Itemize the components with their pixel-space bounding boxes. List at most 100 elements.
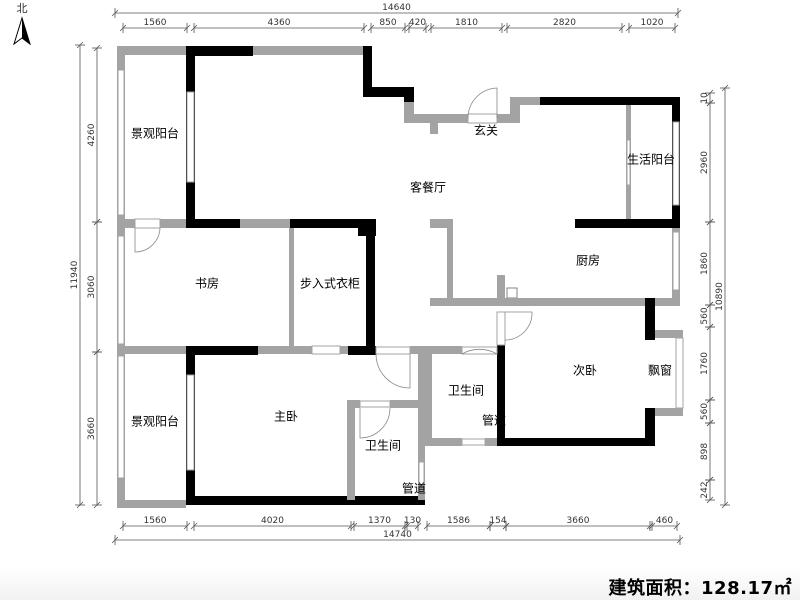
dimension-tick bbox=[347, 522, 355, 530]
dimension-label: 11940 bbox=[70, 260, 80, 289]
dimension-label: 130 bbox=[404, 516, 421, 526]
dimension-tick bbox=[360, 24, 368, 32]
dimension-label: 154 bbox=[489, 516, 506, 526]
dimension-label: 4360 bbox=[268, 18, 291, 28]
dimension-label: 3060 bbox=[87, 275, 97, 298]
dimension-tick bbox=[350, 522, 358, 530]
dimension-tick bbox=[183, 24, 191, 32]
dimension-label: 560 bbox=[700, 403, 710, 420]
dimension-tick bbox=[190, 522, 198, 530]
room-label: 卫生间 bbox=[448, 384, 484, 398]
dimension-tick bbox=[618, 24, 626, 32]
dimension-label: 460 bbox=[656, 516, 673, 526]
dimension-tick bbox=[486, 522, 494, 530]
dimension-label: 2820 bbox=[553, 18, 576, 28]
footer-strip bbox=[0, 568, 800, 600]
dimension-label: 2960 bbox=[700, 151, 710, 174]
north-arrow-icon bbox=[13, 16, 31, 46]
dimension-tick bbox=[183, 522, 191, 530]
dimension-label: 1370 bbox=[368, 516, 391, 526]
dimension-tick bbox=[367, 24, 375, 32]
room-label: 步入式衣柜 bbox=[300, 276, 360, 291]
dimension-label: 242 bbox=[700, 481, 710, 498]
dimension-label: 1560 bbox=[144, 18, 167, 28]
dimension-tick bbox=[673, 522, 681, 530]
dimension-label: 3660 bbox=[567, 516, 590, 526]
dimension-tick bbox=[190, 24, 198, 32]
building-area: 建筑面积：128.17㎡ bbox=[608, 578, 792, 599]
dimension-label: 14740 bbox=[383, 530, 412, 540]
dimension-label: 10890 bbox=[715, 282, 725, 311]
dimension-label: 10 bbox=[700, 92, 710, 104]
dimension-label: 4020 bbox=[261, 516, 284, 526]
room-label: 次卧 bbox=[573, 364, 597, 378]
dimension-label: 850 bbox=[379, 18, 396, 28]
dimension-tick bbox=[671, 24, 679, 32]
dimension-label: 1586 bbox=[447, 516, 470, 526]
dimension-tick bbox=[706, 89, 714, 97]
room-label: 玄关 bbox=[474, 123, 498, 138]
room-label: 景观阳台 bbox=[131, 126, 179, 141]
dimension-label: 1810 bbox=[455, 18, 478, 28]
dimension-tick bbox=[625, 24, 633, 32]
dimension-tick bbox=[503, 24, 511, 32]
dimension-tick bbox=[502, 522, 510, 530]
room-label: 卫生间 bbox=[365, 439, 401, 453]
dimension-tick bbox=[93, 501, 101, 509]
dimension-tick bbox=[119, 24, 127, 32]
dimension-tick bbox=[706, 99, 714, 107]
dimension-tick bbox=[706, 496, 714, 504]
dimension-label: 420 bbox=[409, 18, 426, 28]
dimension-tick bbox=[111, 9, 119, 17]
room-label: 管道 bbox=[402, 481, 426, 496]
room-label: 管道 bbox=[482, 413, 506, 428]
dimension-tick bbox=[706, 301, 714, 309]
dimension-label: 560 bbox=[700, 307, 710, 324]
dimension-tick bbox=[676, 536, 684, 544]
room-label: 客餐厅 bbox=[410, 180, 446, 195]
dimension-label: 1760 bbox=[700, 352, 710, 375]
dimension-tick bbox=[119, 522, 127, 530]
dimension-tick bbox=[111, 536, 119, 544]
dimension-tick bbox=[706, 476, 714, 484]
dimension-tick bbox=[721, 501, 729, 509]
north-label: 北 bbox=[17, 2, 28, 15]
dimension-tick bbox=[93, 44, 101, 52]
dimension-tick bbox=[706, 218, 714, 226]
dimension-tick bbox=[405, 24, 413, 32]
dimension-tick bbox=[498, 24, 506, 32]
dimension-tick bbox=[401, 24, 409, 32]
dimension-tick bbox=[674, 9, 682, 17]
dimension-label: 4260 bbox=[87, 123, 97, 146]
dimension-tick bbox=[706, 396, 714, 404]
dimension-tick bbox=[422, 24, 430, 32]
dimension-label: 1860 bbox=[700, 252, 710, 275]
room-label: 生活阳台 bbox=[627, 152, 675, 167]
dimension-tick bbox=[706, 323, 714, 331]
dimension-tick bbox=[93, 218, 101, 226]
room-label: 主卧 bbox=[274, 410, 298, 424]
dimension-tick bbox=[403, 522, 411, 530]
door-swings bbox=[134, 87, 533, 439]
dimension-tick bbox=[93, 348, 101, 356]
dimension-label: 898 bbox=[700, 443, 710, 460]
walls bbox=[117, 46, 684, 508]
dimension-tick bbox=[721, 84, 729, 92]
room-label: 飘窗 bbox=[648, 364, 672, 378]
dimension-tick bbox=[414, 522, 422, 530]
dimension-tick bbox=[76, 501, 84, 509]
dimension-tick bbox=[648, 522, 656, 530]
dimension-tick bbox=[427, 24, 435, 32]
room-label: 厨房 bbox=[576, 253, 600, 268]
room-label: 书房 bbox=[195, 276, 219, 291]
dimension-tick bbox=[706, 419, 714, 427]
dimension-label: 14640 bbox=[382, 3, 411, 13]
dimension-lines: 14640 1560 4360 850 420 1810 2820 1020 1560 4020 1… bbox=[70, 3, 730, 545]
room-label: 景观阳台 bbox=[131, 414, 179, 429]
dimension-label: 3660 bbox=[87, 417, 97, 440]
dimension-tick bbox=[423, 522, 431, 530]
dimension-label: 1020 bbox=[641, 18, 664, 28]
dimension-tick bbox=[76, 41, 84, 49]
dimension-label: 1560 bbox=[144, 516, 167, 526]
